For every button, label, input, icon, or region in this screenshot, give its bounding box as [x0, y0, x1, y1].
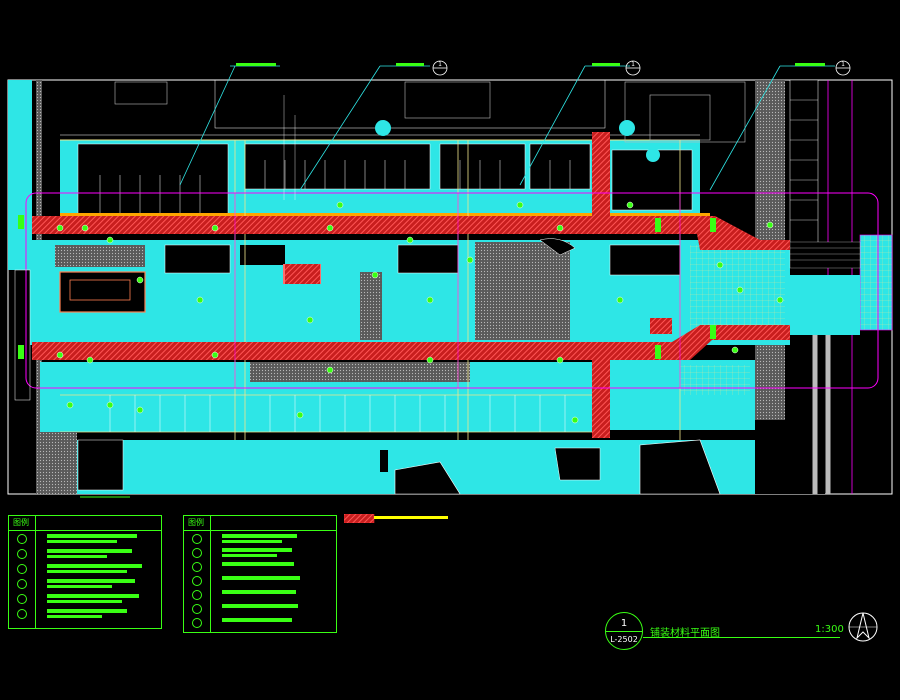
legend-table-left: 图例	[8, 515, 162, 629]
south-connector	[592, 360, 610, 438]
callout-number: 1	[841, 61, 845, 68]
legend-row	[184, 532, 336, 547]
left-edge-cyan	[8, 80, 32, 270]
legend-row	[184, 560, 336, 575]
legend-row	[9, 607, 161, 622]
title-underline	[643, 637, 840, 638]
sheet-reference: L-2502	[610, 635, 638, 644]
legend-row	[9, 577, 161, 592]
legend-row	[9, 532, 161, 547]
tree-symbol-icon	[56, 201, 784, 424]
south-paving-band	[32, 342, 672, 360]
legend-row	[184, 588, 336, 603]
callout-number: 1	[438, 61, 442, 68]
material-key-bar	[344, 514, 448, 523]
legend-row	[9, 547, 161, 562]
legend-row	[184, 574, 336, 589]
callout-number: 1	[631, 61, 635, 68]
legend-row	[9, 562, 161, 577]
north-arrow-icon	[848, 612, 878, 642]
north-paving-band	[32, 216, 697, 234]
legend-row	[9, 592, 161, 607]
legend-row	[184, 546, 336, 561]
drawing-scale: 1:300	[815, 624, 844, 635]
legend-row	[184, 602, 336, 617]
callout-bubble-icon	[432, 60, 851, 76]
drawing-number: 1	[620, 618, 628, 629]
drawing-number-bubble: 1 L-2502	[605, 612, 643, 650]
legend-table-right: 图例	[183, 515, 337, 633]
legend-header: 图例	[13, 518, 29, 527]
site-boundary	[25, 192, 879, 389]
legend-header: 图例	[188, 518, 204, 527]
legend-row	[184, 616, 336, 631]
north-connector	[592, 132, 610, 216]
drawing-title: 铺装材料平面图	[650, 628, 720, 639]
